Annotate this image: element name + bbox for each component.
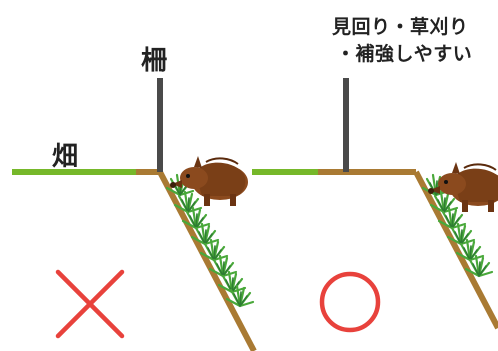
right-panel [252, 78, 498, 333]
advantage-label-line2: ・補強しやすい [336, 43, 473, 65]
slope-left [157, 170, 257, 351]
fence-label: 柵 [141, 46, 168, 76]
circle-mark-icon [319, 271, 381, 333]
wild-boar-icon [169, 155, 249, 207]
field-label: 畑 [52, 142, 79, 172]
slope-right [413, 170, 498, 330]
left-panel [12, 78, 257, 351]
wild-boar-icon [427, 161, 498, 213]
advantage-label-line1: 見回り・草刈り [332, 16, 469, 38]
x-mark-icon [55, 269, 125, 339]
